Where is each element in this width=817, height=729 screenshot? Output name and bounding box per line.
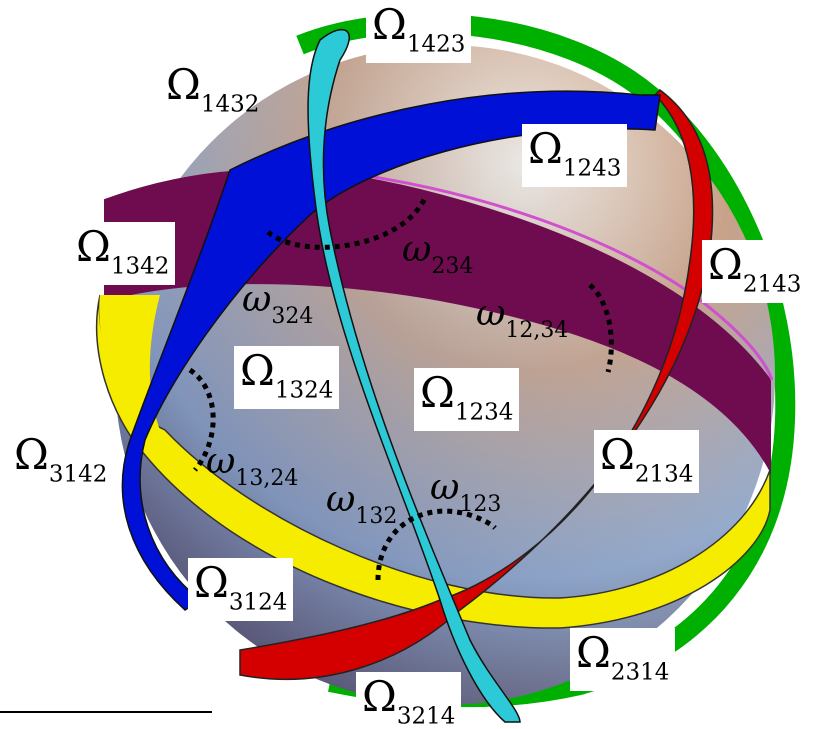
label-omega-3214: Ω3214	[356, 672, 461, 729]
label-omega-324: ω324	[242, 282, 313, 328]
label-omega-2314: Ω2314	[570, 628, 675, 691]
label-omega-1324: Ω1324	[234, 346, 339, 409]
label-omega-1342: Ω1342	[70, 222, 175, 285]
label-omega-1432: Ω1432	[160, 60, 265, 123]
label-omega-12-34: ω12,34	[476, 296, 568, 342]
label-omega-123: ω123	[430, 470, 501, 516]
label-omega-2143: Ω2143	[702, 240, 807, 303]
label-omega-13-24: ω13,24	[206, 444, 298, 490]
label-omega-3142: Ω3142	[8, 430, 113, 493]
label-omega-132: ω132	[326, 482, 397, 528]
label-omega-234: ω234	[402, 232, 473, 278]
label-omega-1234: Ω1234	[414, 368, 519, 431]
label-omega-1243: Ω1243	[522, 124, 627, 187]
label-omega-1423: Ω1423	[366, 0, 471, 63]
label-omega-3124: Ω3124	[188, 558, 293, 621]
label-omega-2134: Ω2134	[594, 430, 699, 493]
